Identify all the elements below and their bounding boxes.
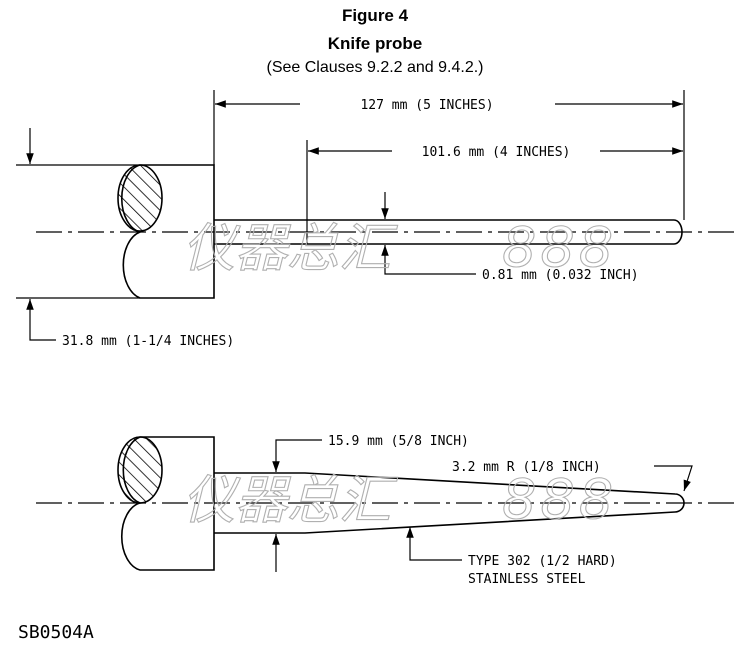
drawing-code: SB0504A bbox=[18, 622, 94, 643]
side-handle-section bbox=[117, 436, 163, 504]
dim-arrow-handle-bottom bbox=[26, 299, 56, 341]
side-view bbox=[36, 436, 738, 572]
dim-radius-label: 3.2 mm R (1/8 INCH) bbox=[452, 460, 601, 475]
watermark-chars-top: 仪器总汇 bbox=[183, 219, 398, 279]
dim-handle-label: 31.8 mm (1-1/4 INCHES) bbox=[62, 334, 234, 349]
top-handle-section bbox=[117, 164, 163, 232]
dim-blade-label: 101.6 mm (4 INCHES) bbox=[422, 145, 571, 160]
dim-arrow-radius bbox=[654, 465, 693, 492]
material-label-line2: STAINLESS STEEL bbox=[468, 572, 586, 587]
side-blade-taper bbox=[214, 472, 685, 534]
watermark-chars-bottom: 仪器总汇 bbox=[183, 471, 398, 531]
dim-arrow-width-top bbox=[272, 439, 322, 472]
watermark-digits-bottom: 888 bbox=[502, 468, 617, 531]
top-blade bbox=[214, 219, 683, 245]
dim-overall-label: 127 mm (5 INCHES) bbox=[360, 98, 493, 113]
figure-subtitle: (See Clauses 9.2.2 and 9.4.2.) bbox=[266, 59, 484, 76]
dim-arrow-thickness-bottom bbox=[381, 245, 476, 275]
dim-thickness-label: 0.81 mm (0.032 INCH) bbox=[482, 268, 639, 283]
material-label-line1: TYPE 302 (1/2 HARD) bbox=[468, 554, 617, 569]
watermark-digits-top: 888 bbox=[502, 216, 617, 279]
figure-title: Knife probe bbox=[327, 34, 423, 53]
material-leader bbox=[406, 527, 462, 561]
figure-number: Figure 4 bbox=[341, 6, 409, 25]
dim-width-label: 15.9 mm (5/8 INCH) bbox=[328, 434, 469, 449]
top-view bbox=[16, 90, 738, 341]
